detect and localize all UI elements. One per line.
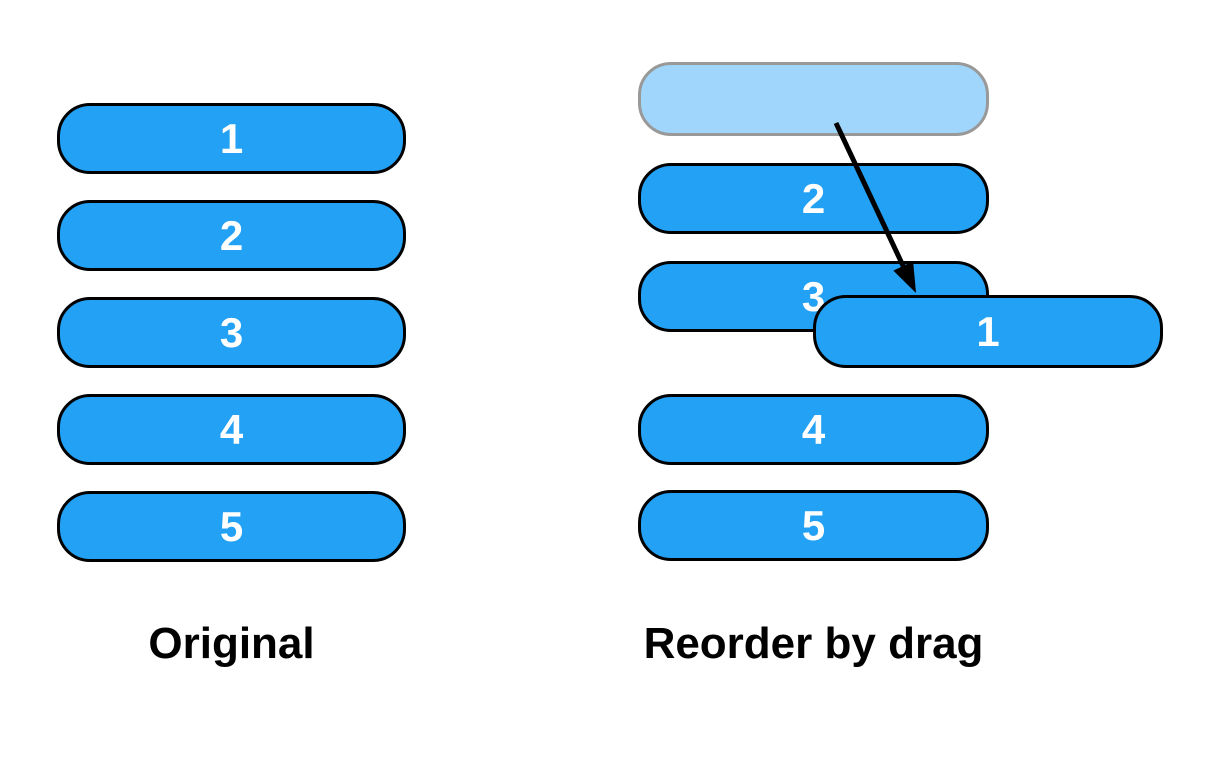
list-item-5-reorder[interactable]: 5 (638, 490, 989, 561)
list-item-5[interactable]: 5 (57, 491, 406, 562)
original-caption: Original (148, 619, 315, 668)
dragged-item[interactable]: 1 (813, 295, 1163, 368)
list-item-4-reorder[interactable]: 4 (638, 394, 989, 465)
list-item-1[interactable]: 1 (57, 103, 406, 174)
list-item-2-reorder[interactable]: 2 (638, 163, 989, 234)
reorder-caption: Reorder by drag (643, 619, 984, 668)
list-item-4[interactable]: 4 (57, 394, 406, 465)
drop-placeholder (638, 62, 989, 136)
list-item-2[interactable]: 2 (57, 200, 406, 271)
list-item-3[interactable]: 3 (57, 297, 406, 368)
